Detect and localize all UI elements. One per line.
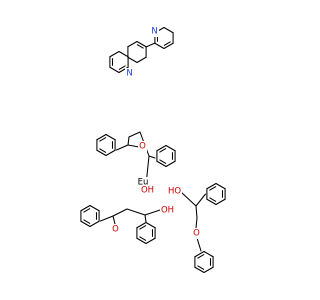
benzene-ring: [194, 266, 205, 274]
benzene-ring: [83, 208, 91, 213]
bond: [112, 208, 128, 217]
ketone-oxygen-label: O: [112, 225, 119, 235]
bond: [195, 193, 207, 207]
benzene-ring: [203, 266, 214, 274]
phen-bond: [145, 42, 156, 48]
metal-center: Eu: [135, 177, 151, 188]
benzene-ring: [83, 219, 91, 224]
benzene-ring: [145, 237, 156, 245]
phen-ring-middle: [127, 56, 138, 64]
nitrogen-label-right: N: [151, 27, 157, 37]
benzene-ring: [96, 133, 107, 141]
benzene-ring: [165, 144, 176, 152]
bond: [196, 237, 202, 252]
phen-ring-right: [163, 42, 174, 50]
benzene-ring: [159, 148, 167, 153]
phenanthroline: N N: [125, 26, 159, 79]
benzene-ring: [89, 220, 100, 228]
benzene-ring: [99, 148, 107, 153]
carbonyl-bond: [127, 144, 140, 148]
bond-layer: [80, 26, 226, 274]
bond: [126, 208, 146, 216]
benzene-ring: [99, 137, 107, 142]
ketone-oxygen-label: O: [193, 229, 200, 239]
dibenzoylmethane-ligand-3: HO O: [167, 186, 201, 239]
enol-bond: [144, 209, 161, 216]
benzene-ring: [197, 254, 205, 259]
benzene-ring: [139, 225, 147, 230]
benzene-ring: [96, 149, 107, 157]
dibenzoylmethane-ligand-2: O OH: [111, 205, 175, 235]
bond: [195, 205, 198, 219]
carbonyl-bond: [112, 215, 116, 225]
benzene-ring: [145, 221, 156, 229]
europium-label: Eu: [138, 178, 149, 188]
bond: [99, 215, 114, 222]
phen-ring-middle: [127, 40, 138, 48]
benzene-ring: [156, 144, 167, 152]
benzene-ring: [105, 133, 116, 141]
carbonyl-bond: [195, 217, 198, 229]
phen-ring-right: [154, 42, 165, 50]
benzene-ring: [136, 221, 147, 229]
benzene-ring: [165, 160, 176, 168]
benzene-ring: [80, 220, 91, 228]
benzene-ring: [209, 186, 217, 191]
benzene-ring: [206, 182, 217, 190]
phen-ring-left: [109, 66, 120, 74]
benzene-ring: [105, 149, 116, 157]
phen-ring-middle: [136, 40, 147, 48]
bond: [144, 214, 147, 223]
benzene-ring: [215, 198, 226, 206]
enol-hydroxyl-label: OH: [141, 186, 154, 196]
bond: [115, 144, 129, 151]
bond: [127, 136, 130, 146]
nitrogen-label-left: N: [126, 69, 132, 79]
bond: [148, 155, 156, 159]
benzene-ring: [156, 160, 167, 168]
enol-bond: [180, 191, 197, 207]
benzene-ring: [194, 250, 205, 258]
phen-ring-left: [118, 65, 126, 70]
bond: [128, 131, 141, 138]
phen-ring-middle: [136, 56, 147, 64]
benzene-ring: [159, 159, 167, 164]
benzene-ring: [136, 237, 147, 245]
benzene-ring: [139, 236, 147, 241]
benzene-ring: [206, 198, 217, 206]
ketone-oxygen-label: O: [139, 142, 146, 152]
benzene-ring: [89, 204, 100, 212]
phen-ring-right: [163, 26, 174, 34]
phen-ring-left: [109, 50, 120, 58]
benzene-ring: [203, 250, 214, 258]
benzene-ring: [197, 265, 205, 270]
phen-ring-middle: [136, 44, 144, 49]
benzene-ring: [80, 204, 91, 212]
dibenzoylmethane-ligand-1: O OH: [138, 141, 155, 196]
phen-ring-left: [118, 50, 129, 58]
molecule-diagram: N N Eu O OH O OH HO O: [80, 26, 226, 274]
phen-ring-right: [163, 41, 171, 46]
enol-hydroxyl-label: OH: [161, 206, 174, 216]
benzene-ring: [209, 197, 217, 202]
enol-hydroxyl-label: HO: [168, 187, 181, 197]
benzene-ring: [215, 182, 226, 190]
